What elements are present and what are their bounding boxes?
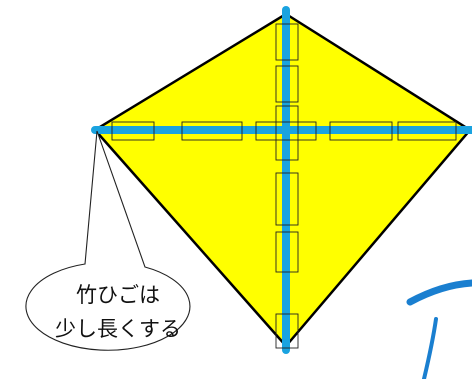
- tape-strip: [181, 121, 243, 141]
- horizontal-tape-strips: [111, 121, 457, 141]
- tape-strip: [329, 121, 393, 141]
- tape-strip: [111, 121, 155, 141]
- tape-strip: [275, 105, 299, 161]
- callout-line-2: 少し長くする: [55, 317, 181, 341]
- tape-strip: [275, 23, 299, 61]
- callout-line-1: 竹ひごは: [76, 283, 160, 307]
- tape-strip: [275, 313, 299, 349]
- flow-curve-tail: [422, 317, 438, 379]
- tape-strip: [255, 121, 317, 141]
- tape-strip: [275, 65, 299, 103]
- tape-strip: [275, 231, 299, 273]
- tape-strip: [275, 172, 299, 226]
- flow-curve: [406, 279, 472, 306]
- tape-strip: [397, 121, 457, 141]
- vertical-tape-strips: [275, 23, 299, 349]
- callout-bubble: [25, 130, 191, 351]
